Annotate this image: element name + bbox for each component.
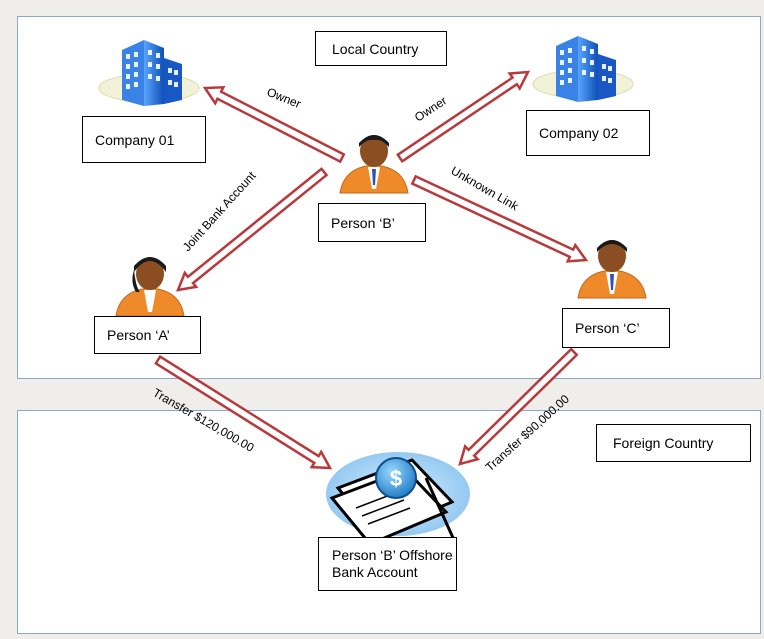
transfer-a-label: Transfer $120,000.00 bbox=[151, 385, 257, 454]
person-icon bbox=[115, 257, 185, 317]
link-arrows bbox=[154, 70, 589, 470]
offshore-label-line2: Bank Account bbox=[332, 564, 418, 580]
company-01-node: Company 01 bbox=[82, 116, 206, 163]
building-icon bbox=[532, 36, 634, 102]
person-a-node: Person ‘A’ bbox=[94, 316, 201, 354]
unknown-link-arrow bbox=[410, 174, 589, 263]
joint-bank-account-label: Joint Bank Account bbox=[180, 168, 259, 254]
person-c-node: Person ‘C’ bbox=[562, 308, 670, 348]
person-b-node: Person ‘B’ bbox=[318, 203, 426, 242]
building-icon bbox=[98, 40, 200, 106]
owner-left-label: Owner bbox=[265, 85, 303, 111]
owner-left-arrow bbox=[202, 85, 346, 164]
local-country-label: Local Country bbox=[315, 31, 447, 66]
svg-text:$: $ bbox=[390, 466, 402, 491]
company-02-node: Company 02 bbox=[526, 110, 650, 156]
transfer-a-arrow bbox=[154, 354, 333, 470]
foreign-country-label: Foreign Country bbox=[596, 424, 751, 462]
offshore-bank-account-node: Person ‘B’ Offshore Bank Account bbox=[318, 537, 457, 591]
offshore-label-line1: Person ‘B’ Offshore bbox=[332, 547, 453, 563]
joint-account-arrow bbox=[176, 167, 329, 292]
owner-right-label: Owner bbox=[412, 94, 449, 125]
person-icon bbox=[577, 240, 647, 299]
person-icon bbox=[339, 135, 409, 194]
owner-right-arrow bbox=[396, 70, 531, 164]
offshore-money-icon: $ bbox=[326, 452, 470, 546]
transfer-c-arrow bbox=[458, 347, 579, 466]
